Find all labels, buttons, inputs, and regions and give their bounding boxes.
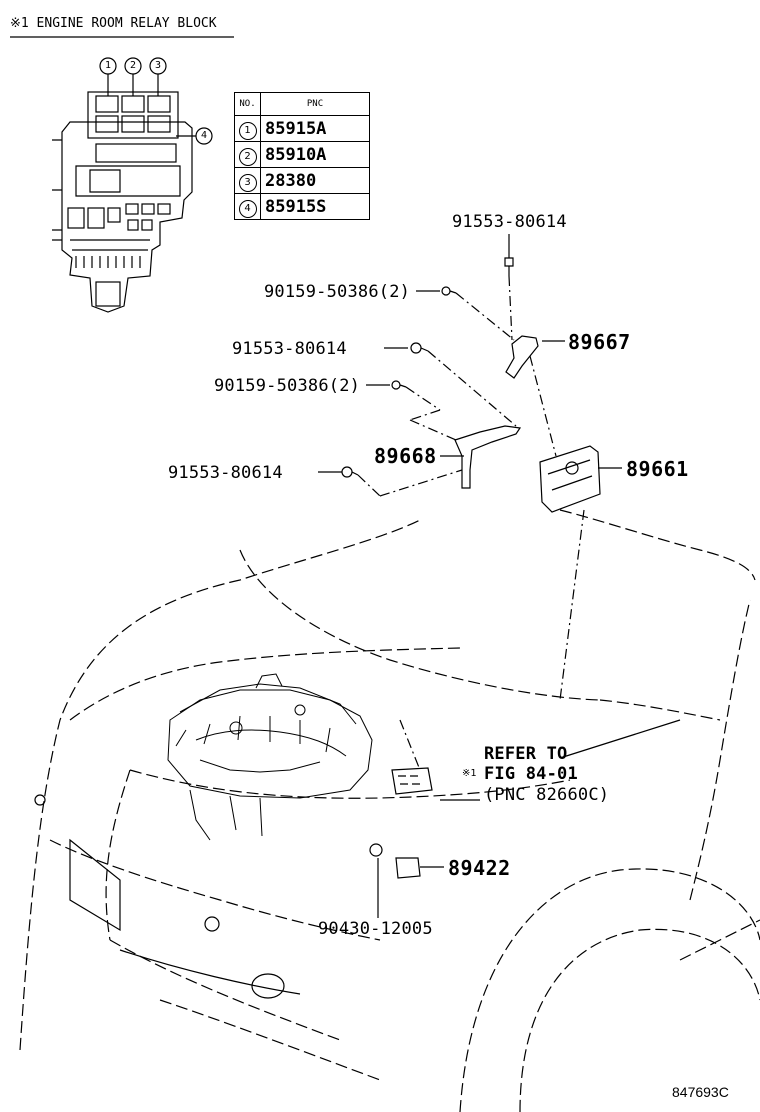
row-number: 2 (238, 147, 257, 166)
pnc-table-row: 3 28380 (234, 167, 370, 194)
diagram-code: 847693C (672, 1084, 729, 1100)
header-pnc: PNC (260, 92, 370, 116)
relay-block-drawing (52, 57, 213, 313)
callout-3: 3 (155, 60, 162, 71)
leader-lines (318, 234, 681, 918)
hardware-parts (341, 257, 601, 879)
refer-marker: ※1 (462, 768, 477, 779)
pnc-table: NO. PNC 1 85915A 2 85910A 3 28380 4 8591… (234, 92, 370, 220)
pnc-table-row: 4 85915S (234, 193, 370, 220)
callout-4: 4 (201, 130, 208, 141)
assembly-lines (357, 275, 585, 771)
pnc-table-header: NO. PNC (234, 92, 370, 116)
part-label-91553-mid[interactable]: 91553-80614 (232, 339, 347, 359)
part-label-89667[interactable]: 89667 (568, 330, 631, 354)
engine-sketch (167, 673, 373, 841)
pnc-table-row: 1 85915A (234, 115, 370, 142)
car-details (34, 794, 301, 999)
part-label-89422[interactable]: 89422 (448, 856, 511, 880)
pnc-table-row: 2 85910A (234, 141, 370, 168)
callout-4-circle (195, 127, 213, 145)
car-outline (19, 509, 760, 1112)
row-pnc: 85915A (260, 115, 370, 142)
part-label-91553-low[interactable]: 91553-80614 (168, 463, 283, 483)
part-label-90430[interactable]: 90430-12005 (318, 919, 433, 939)
callout-1: 1 (105, 60, 112, 71)
diagram-title: ※1 ENGINE ROOM RELAY BLOCK (10, 16, 217, 31)
part-label-91553-top[interactable]: 91553-80614 (452, 212, 567, 232)
row-pnc: 28380 (260, 167, 370, 194)
callout-2-circle (124, 57, 142, 75)
header-no: NO. (234, 92, 261, 116)
callout-3-circle (149, 57, 167, 75)
callout-2: 2 (130, 60, 137, 71)
row-pnc: 85915S (260, 193, 370, 220)
refer-line-1: REFER TO (484, 744, 568, 764)
refer-line-2[interactable]: FIG 84-01 (484, 764, 578, 784)
row-number: 3 (238, 173, 257, 192)
part-label-90159-top[interactable]: 90159-50386(2) (264, 282, 411, 302)
refer-line-3: (PNC 82660C) (484, 785, 610, 805)
row-number: 4 (238, 199, 257, 218)
callout-1-circle (99, 57, 117, 75)
part-label-89661[interactable]: 89661 (626, 457, 689, 481)
part-label-89668[interactable]: 89668 (374, 444, 437, 468)
row-number: 1 (238, 121, 257, 140)
row-pnc: 85910A (260, 141, 370, 168)
part-label-90159-mid[interactable]: 90159-50386(2) (214, 376, 361, 396)
